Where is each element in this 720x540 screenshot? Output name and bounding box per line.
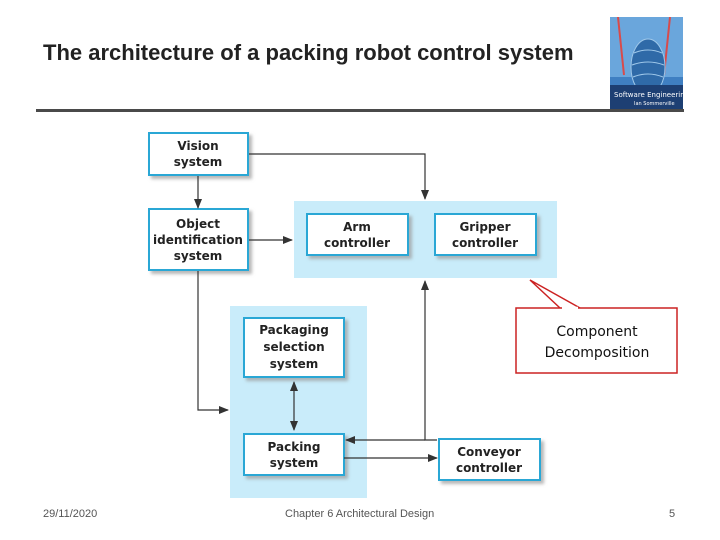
- cover-title-text: Software Engineering: [614, 91, 683, 99]
- vision-label-2: system: [174, 155, 223, 169]
- object-identification-box: Object identification system: [148, 208, 249, 271]
- object-label-1: Object: [176, 217, 220, 231]
- packing-label-1: Packing: [268, 440, 321, 454]
- arrow-conveyor-to-arm-group: [421, 280, 437, 441]
- footer-chapter: Chapter 6 Architectural Design: [285, 508, 435, 520]
- slide-title: The architecture of a packing robot cont…: [43, 40, 574, 65]
- conveyor-controller-box: Conveyor controller: [438, 438, 541, 481]
- vision-system-box: Vision system: [148, 132, 249, 176]
- packaging-label-3: system: [270, 357, 319, 371]
- arrow-object-to-packing-group: [197, 271, 229, 414]
- arm-label-1: Arm: [343, 220, 371, 234]
- object-label-2: identification: [153, 233, 243, 247]
- callout-line-1: Component: [556, 324, 638, 340]
- packaging-label-2: selection: [263, 340, 324, 354]
- conveyor-label-1: Conveyor: [457, 445, 521, 459]
- packing-label-2: system: [270, 456, 319, 470]
- footer-date: 29/11/2020: [43, 508, 98, 520]
- packaging-selection-box: Packaging selection system: [243, 317, 345, 378]
- title-underline: [36, 109, 684, 112]
- gripper-label-2: controller: [452, 236, 518, 250]
- conveyor-label-2: controller: [456, 461, 522, 475]
- book-cover-image: Software Engineering Ian Sommerville: [610, 17, 683, 109]
- vision-label-1: Vision: [177, 139, 218, 153]
- arrow-vision-to-arm: [249, 153, 429, 200]
- packaging-label-1: Packaging: [259, 323, 329, 337]
- callout-line-2: Decomposition: [545, 345, 650, 361]
- page-number: 5: [669, 508, 676, 520]
- packing-system-box: Packing system: [243, 433, 345, 476]
- arm-label-2: controller: [324, 236, 390, 250]
- object-label-3: system: [174, 249, 223, 263]
- cover-author-text: Ian Sommerville: [634, 101, 675, 107]
- arm-controller-box: Arm controller: [306, 213, 409, 256]
- gripper-controller-box: Gripper controller: [434, 213, 537, 256]
- gripper-label-1: Gripper: [459, 220, 510, 234]
